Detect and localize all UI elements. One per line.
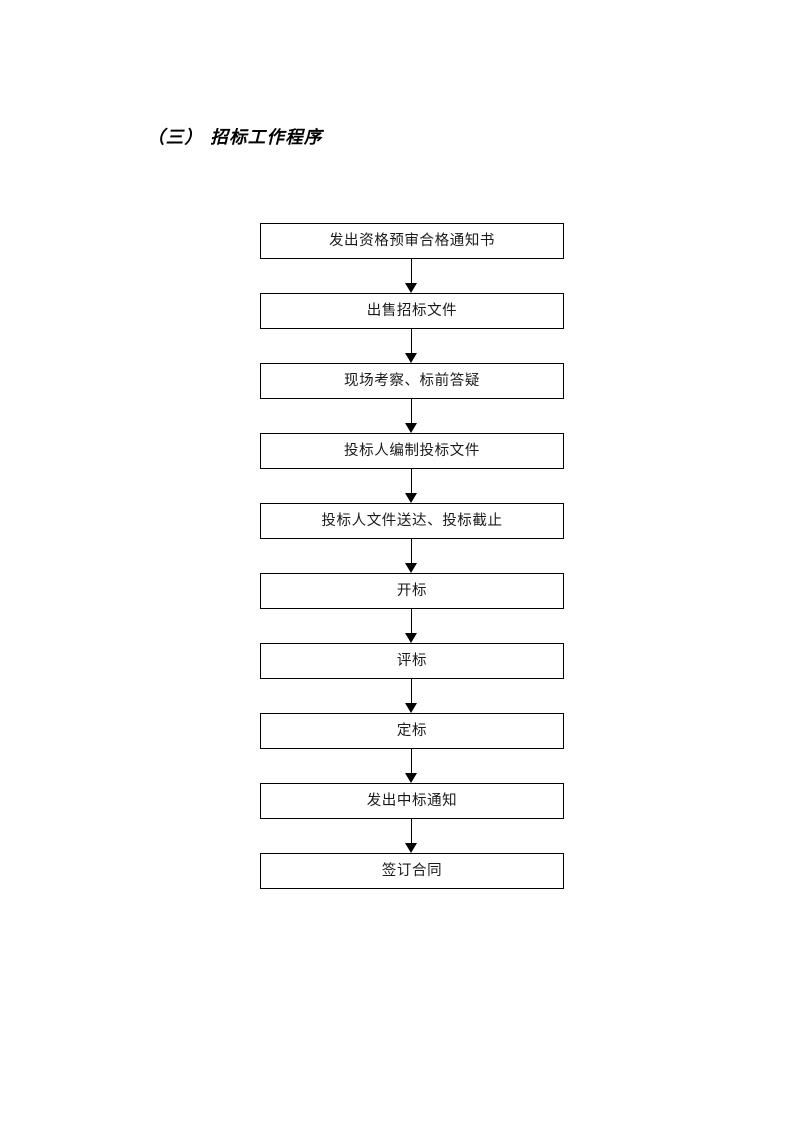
flow-node-label: 开标 bbox=[396, 583, 428, 599]
flow-node-9: 发出中标通知 bbox=[260, 783, 564, 819]
flow-node-3: 现场考察、标前答疑 bbox=[260, 363, 564, 399]
down-arrow-icon bbox=[405, 843, 417, 853]
flow-connector-1 bbox=[260, 259, 564, 293]
flow-node-label: 投标人编制投标文件 bbox=[344, 443, 480, 459]
flow-node-7: 评标 bbox=[260, 643, 564, 679]
flow-connector-5 bbox=[260, 539, 564, 573]
flow-node-4: 投标人编制投标文件 bbox=[260, 433, 564, 469]
down-arrow-icon bbox=[405, 493, 417, 503]
connector-line bbox=[411, 749, 413, 775]
tender-workflow-flowchart: 发出资格预审合格通知书 出售招标文件 现场考察、标前答疑 投标人编制投标文件 bbox=[260, 223, 564, 889]
down-arrow-icon bbox=[405, 353, 417, 363]
flow-node-2: 出售招标文件 bbox=[260, 293, 564, 329]
down-arrow-icon bbox=[405, 773, 417, 783]
flow-connector-2 bbox=[260, 329, 564, 363]
flow-node-label: 签订合同 bbox=[381, 863, 443, 879]
flow-node-label: 定标 bbox=[396, 723, 428, 739]
flow-node-label: 现场考察、标前答疑 bbox=[344, 373, 480, 389]
connector-line bbox=[411, 259, 413, 285]
flow-connector-8 bbox=[260, 749, 564, 783]
down-arrow-icon bbox=[405, 283, 417, 293]
connector-line bbox=[411, 469, 413, 495]
down-arrow-icon bbox=[405, 703, 417, 713]
flow-node-1: 发出资格预审合格通知书 bbox=[260, 223, 564, 259]
flow-connector-3 bbox=[260, 399, 564, 433]
flow-connector-4 bbox=[260, 469, 564, 503]
connector-line bbox=[411, 329, 413, 355]
flow-node-label: 评标 bbox=[396, 653, 428, 669]
flow-node-10: 签订合同 bbox=[260, 853, 564, 889]
flow-connector-9 bbox=[260, 819, 564, 853]
connector-line bbox=[411, 609, 413, 635]
page-title: （三） 招标工作程序 bbox=[147, 128, 323, 148]
connector-line bbox=[411, 819, 413, 845]
connector-line bbox=[411, 539, 413, 565]
down-arrow-icon bbox=[405, 633, 417, 643]
connector-line bbox=[411, 399, 413, 425]
flow-node-label: 投标人文件送达、投标截止 bbox=[321, 513, 503, 529]
flow-node-label: 发出中标通知 bbox=[366, 793, 458, 809]
down-arrow-icon bbox=[405, 423, 417, 433]
flow-node-label: 出售招标文件 bbox=[366, 303, 458, 319]
flow-node-label: 发出资格预审合格通知书 bbox=[328, 233, 496, 249]
connector-line bbox=[411, 679, 413, 705]
down-arrow-icon bbox=[405, 563, 417, 573]
flow-connector-6 bbox=[260, 609, 564, 643]
flow-connector-7 bbox=[260, 679, 564, 713]
flow-node-8: 定标 bbox=[260, 713, 564, 749]
flow-node-5: 投标人文件送达、投标截止 bbox=[260, 503, 564, 539]
flow-node-6: 开标 bbox=[260, 573, 564, 609]
